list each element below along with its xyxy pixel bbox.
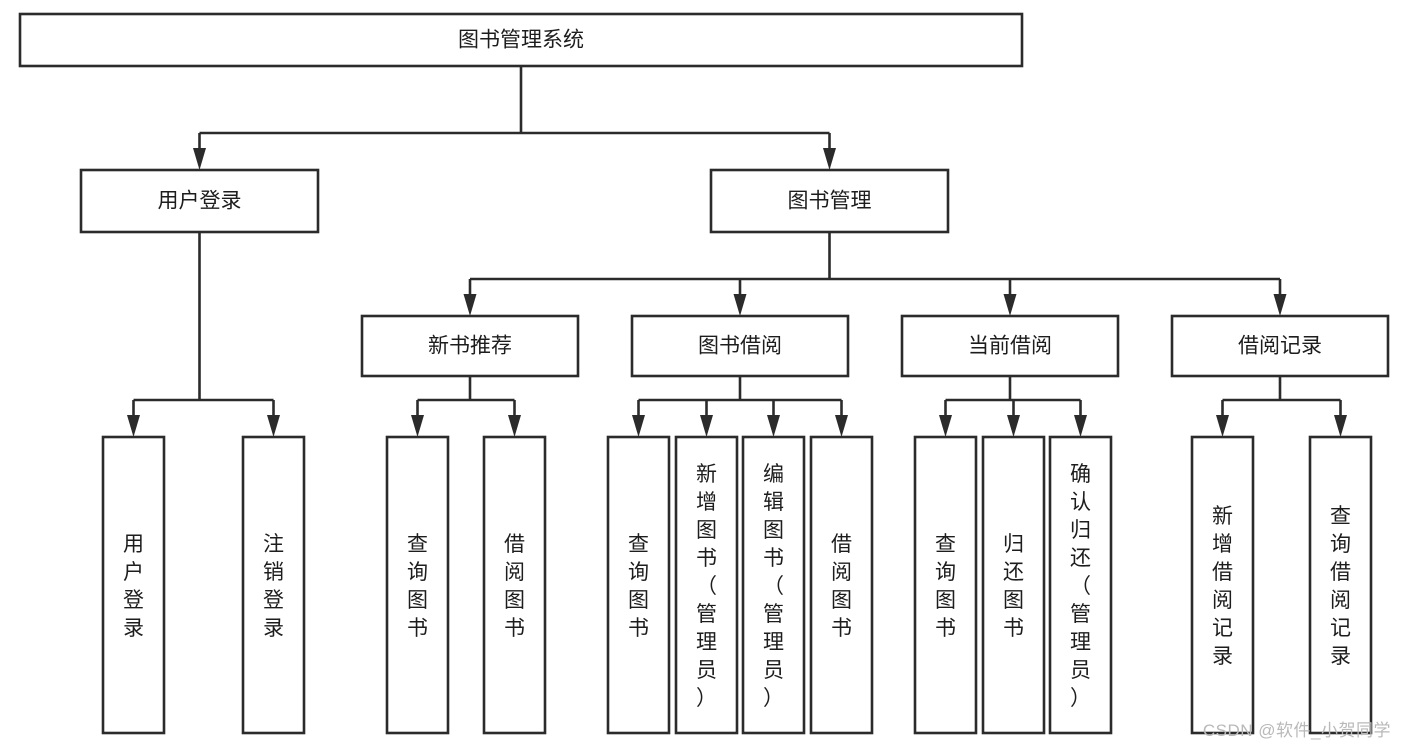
node-label-leaf-logout: 注销登录: [263, 533, 284, 640]
node-label-borrow-record: 借阅记录: [1238, 335, 1322, 358]
node-leaf-query-book-2[interactable]: 查询图书: [606, 435, 671, 735]
node-label-leaf-confirm-return: 确认归还（管理员）: [1070, 463, 1091, 710]
node-leaf-edit-book[interactable]: 编辑图书（管理员）: [741, 435, 806, 735]
arrow-head-icon-leaf-user-login: [127, 415, 140, 437]
arrow-head-icon-leaf-query-book-2: [632, 415, 645, 437]
node-box-leaf-borrow-book-1[interactable]: [482, 435, 547, 735]
node-label-leaf-user-login: 用户登录: [123, 533, 144, 640]
node-box-user-login[interactable]: [79, 168, 320, 234]
node-new-book-rec[interactable]: 新书推荐: [360, 314, 580, 378]
arrow-head-icon-current-borrow: [1003, 294, 1017, 316]
node-label-book-manage: 图书管理: [788, 190, 872, 213]
arrow-head-icon-leaf-logout: [267, 415, 280, 437]
arrow-head-icon-new-book-rec: [463, 294, 477, 316]
node-box-leaf-add-book[interactable]: [674, 435, 739, 735]
node-book-manage[interactable]: 图书管理: [709, 168, 950, 234]
node-label-leaf-query-record: 查询借阅记录: [1330, 505, 1351, 668]
connector-layer: [127, 66, 1347, 437]
arrow-head-icon-leaf-edit-book: [767, 415, 780, 437]
node-leaf-borrow-book-2[interactable]: 借阅图书: [809, 435, 874, 735]
node-label-leaf-query-book-3: 查询图书: [935, 533, 956, 640]
node-box-leaf-add-record[interactable]: [1190, 435, 1255, 735]
node-label-leaf-edit-book: 编辑图书（管理员）: [763, 463, 784, 710]
node-label-new-book-rec: 新书推荐: [428, 335, 512, 358]
node-box-leaf-logout[interactable]: [241, 435, 306, 735]
node-label-current-borrow: 当前借阅: [968, 335, 1052, 358]
node-label-leaf-query-book-2: 查询图书: [628, 533, 649, 640]
node-layer: 图书管理系统用户登录图书管理新书推荐图书借阅当前借阅借阅记录用户登录注销登录查询…: [18, 12, 1390, 735]
node-label-leaf-add-book: 新增图书（管理员）: [696, 463, 717, 710]
arrow-head-icon-leaf-query-book-3: [939, 415, 952, 437]
node-box-leaf-query-book-3[interactable]: [913, 435, 978, 735]
arrow-head-icon-leaf-add-record: [1216, 415, 1229, 437]
arrow-head-icon-book-borrow: [733, 294, 747, 316]
node-label-leaf-borrow-book-1: 借阅图书: [504, 533, 525, 640]
node-borrow-record[interactable]: 借阅记录: [1170, 314, 1390, 378]
node-leaf-logout[interactable]: 注销登录: [241, 435, 306, 735]
node-label-book-borrow: 图书借阅: [698, 335, 782, 358]
node-label-user-login: 用户登录: [158, 190, 242, 213]
node-box-leaf-query-record[interactable]: [1308, 435, 1373, 735]
node-root[interactable]: 图书管理系统: [18, 12, 1024, 68]
node-box-book-manage[interactable]: [709, 168, 950, 234]
node-box-leaf-return-book[interactable]: [981, 435, 1046, 735]
node-box-leaf-borrow-book-2[interactable]: [809, 435, 874, 735]
node-label-root: 图书管理系统: [458, 29, 584, 52]
node-box-leaf-confirm-return[interactable]: [1048, 435, 1113, 735]
node-current-borrow[interactable]: 当前借阅: [900, 314, 1120, 378]
node-box-leaf-query-book-2[interactable]: [606, 435, 671, 735]
node-box-borrow-record[interactable]: [1170, 314, 1390, 378]
arrow-head-icon-leaf-add-book: [700, 415, 713, 437]
node-box-book-borrow[interactable]: [630, 314, 850, 378]
node-leaf-confirm-return[interactable]: 确认归还（管理员）: [1048, 435, 1113, 735]
node-leaf-add-book[interactable]: 新增图书（管理员）: [674, 435, 739, 735]
node-user-login[interactable]: 用户登录: [79, 168, 320, 234]
arrow-head-icon-leaf-query-book-1: [411, 415, 424, 437]
node-book-borrow[interactable]: 图书借阅: [630, 314, 850, 378]
arrow-head-icon-leaf-query-record: [1334, 415, 1347, 437]
arrow-head-icon-leaf-confirm-return: [1074, 415, 1087, 437]
node-leaf-add-record[interactable]: 新增借阅记录: [1190, 435, 1255, 735]
node-leaf-borrow-book-1[interactable]: 借阅图书: [482, 435, 547, 735]
csdn-watermark: CSDN @软件_小贺同学: [1202, 721, 1391, 740]
node-box-new-book-rec[interactable]: [360, 314, 580, 378]
node-leaf-query-book-1[interactable]: 查询图书: [385, 435, 450, 735]
arrow-head-icon-user-login: [193, 148, 206, 170]
node-leaf-query-record[interactable]: 查询借阅记录: [1308, 435, 1373, 735]
node-box-leaf-edit-book[interactable]: [741, 435, 806, 735]
arrow-head-icon-leaf-return-book: [1007, 415, 1020, 437]
node-label-leaf-query-book-1: 查询图书: [407, 533, 428, 640]
node-label-leaf-borrow-book-2: 借阅图书: [831, 533, 852, 640]
arrow-head-icon-book-manage: [823, 148, 836, 170]
node-leaf-return-book[interactable]: 归还图书: [981, 435, 1046, 735]
node-box-root[interactable]: [18, 12, 1024, 68]
node-leaf-user-login[interactable]: 用户登录: [101, 435, 166, 735]
arrow-head-icon-leaf-borrow-book-2: [835, 415, 848, 437]
node-box-leaf-user-login[interactable]: [101, 435, 166, 735]
arrow-head-icon-borrow-record: [1273, 294, 1287, 316]
node-leaf-query-book-3[interactable]: 查询图书: [913, 435, 978, 735]
arrow-head-icon-leaf-borrow-book-1: [508, 415, 521, 437]
node-box-current-borrow[interactable]: [900, 314, 1120, 378]
node-box-leaf-query-book-1[interactable]: [385, 435, 450, 735]
node-label-leaf-return-book: 归还图书: [1003, 533, 1024, 640]
node-label-leaf-add-record: 新增借阅记录: [1212, 505, 1233, 668]
